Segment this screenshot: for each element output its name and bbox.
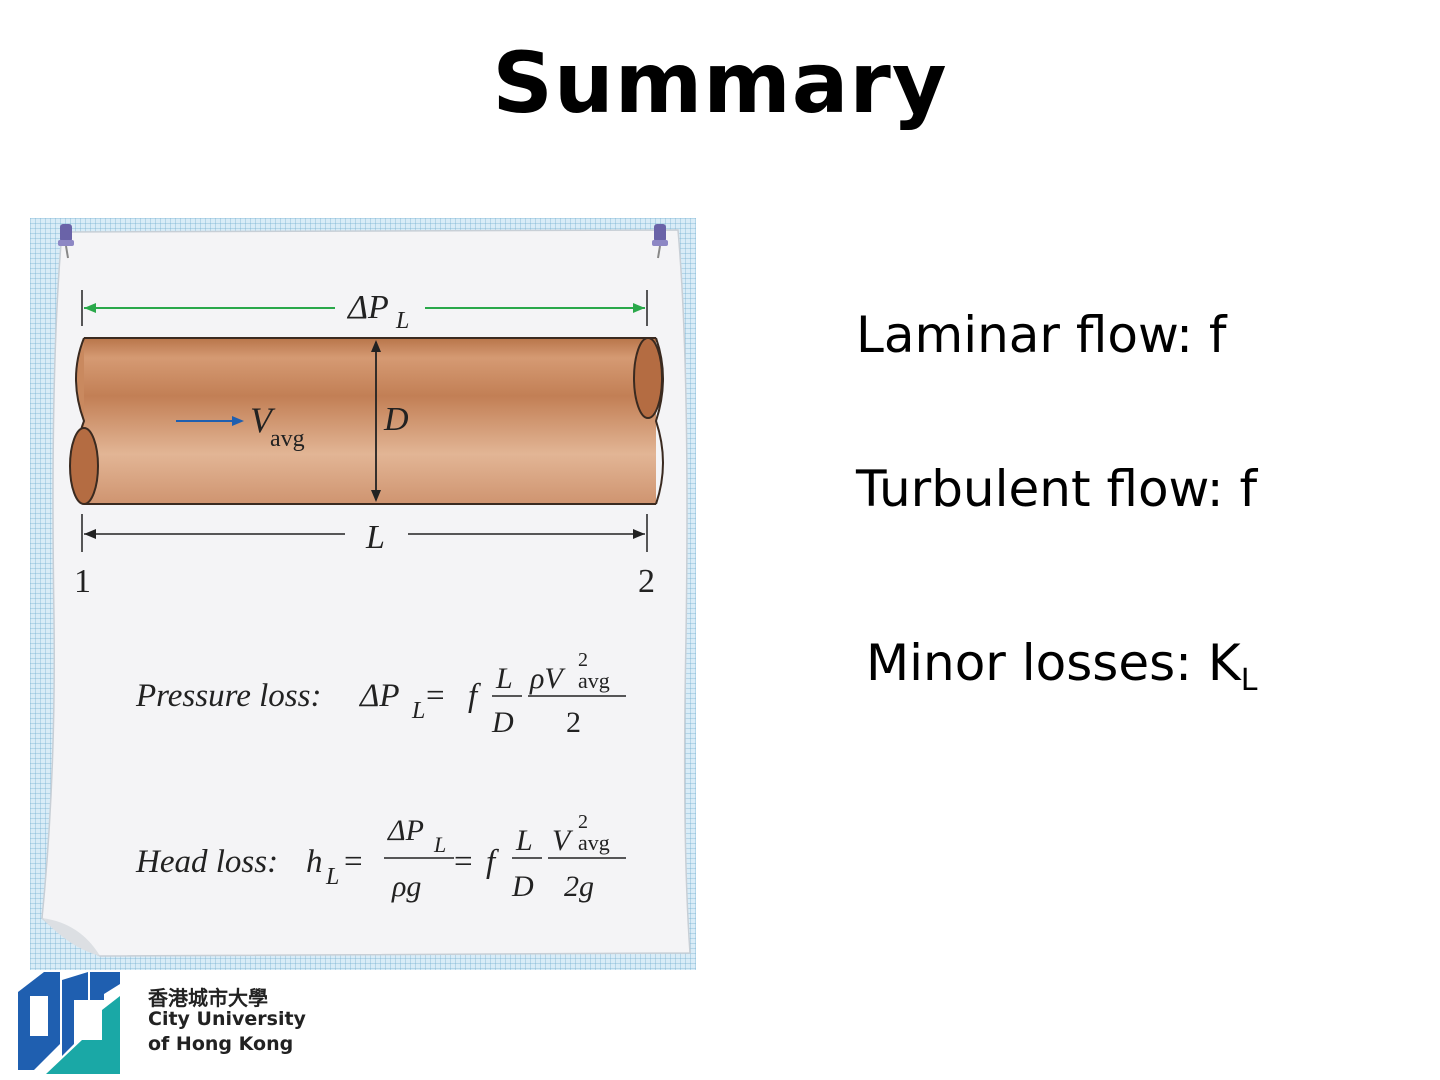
diameter-dimension: D: [371, 340, 409, 502]
pressure-loss-equation: Pressure loss: ΔP L = f L D ρV 2 avg 2: [135, 649, 626, 739]
head-loss-frac2-den: D: [511, 870, 534, 903]
head-loss-frac1-num: ΔP: [387, 814, 424, 847]
head-loss-equals: =: [344, 844, 363, 880]
head-loss-lhs-sub: L: [325, 864, 339, 890]
head-loss-frac1-num-sub: L: [433, 832, 446, 857]
city-university-logo: 香港城市大學 City University of Hong Kong: [16, 970, 306, 1074]
pressure-drop-dimension: ΔP L: [81, 289, 648, 334]
station-1-label: 1: [74, 563, 91, 600]
logo-english-line1: City University: [148, 1008, 306, 1030]
head-loss-frac3-sup: 2: [578, 811, 588, 833]
head-loss-equals-2: =: [454, 844, 473, 880]
logo-english-line2: of Hong Kong: [148, 1033, 294, 1055]
head-loss-lead: Head loss:: [135, 844, 278, 880]
paper-curl: [42, 918, 100, 956]
minor-losses-label: Minor losses: K: [866, 634, 1241, 692]
pressure-loss-lhs: ΔP: [358, 678, 400, 714]
head-loss-frac1-den: ρg: [391, 870, 421, 903]
pushpin-icon: [58, 224, 74, 259]
laminar-flow-text: Laminar flow: f: [856, 306, 1227, 364]
pipe: [69, 337, 664, 505]
pipe-flow-figure: ΔP L D V avg: [30, 218, 696, 970]
pushpin-icon: [652, 224, 668, 259]
pressure-loss-frac2-sup: 2: [578, 649, 588, 671]
cityu-emblem-icon: [18, 972, 120, 1074]
logo-chinese-name: 香港城市大學: [148, 986, 268, 1010]
pressure-loss-equals: =: [426, 678, 445, 714]
pressure-drop-label: ΔP: [346, 289, 389, 326]
length-dimension: L: [81, 514, 648, 556]
turbulent-flow-text: Turbulent flow: f: [856, 460, 1258, 518]
minor-losses-sub: L: [1240, 663, 1258, 698]
velocity-arrow: V avg: [176, 400, 305, 452]
pressure-drop-sub: L: [395, 308, 409, 334]
slide-title: Summary: [492, 34, 948, 132]
head-loss-frac3-num: V: [552, 824, 574, 857]
head-loss-lhs: h: [306, 844, 323, 880]
minor-losses-text: Minor losses: KL: [866, 634, 1257, 698]
pressure-loss-frac1-den: D: [491, 706, 514, 739]
velocity-sub: avg: [270, 426, 305, 452]
pressure-loss-frac2-den: 2: [566, 706, 581, 739]
head-loss-equation: Head loss: h L = ΔP L ρg = f L D V 2 avg…: [135, 811, 626, 903]
head-loss-frac3-den: 2g: [564, 870, 594, 903]
velocity-label: V: [250, 400, 276, 440]
station-2-label: 2: [638, 563, 655, 600]
head-loss-frac3-sub: avg: [578, 830, 610, 855]
pressure-loss-frac2-sub: avg: [578, 668, 610, 693]
pressure-loss-frac1-num: L: [495, 662, 513, 695]
head-loss-frac2-num: L: [515, 824, 533, 857]
pressure-loss-lhs-sub: L: [411, 698, 425, 724]
diameter-label: D: [383, 401, 409, 438]
pressure-loss-frac2-num: ρV: [529, 662, 566, 695]
pressure-loss-lead: Pressure loss:: [135, 678, 321, 714]
length-label: L: [365, 519, 385, 556]
pipe-diagram: ΔP L D V avg: [41, 224, 691, 957]
